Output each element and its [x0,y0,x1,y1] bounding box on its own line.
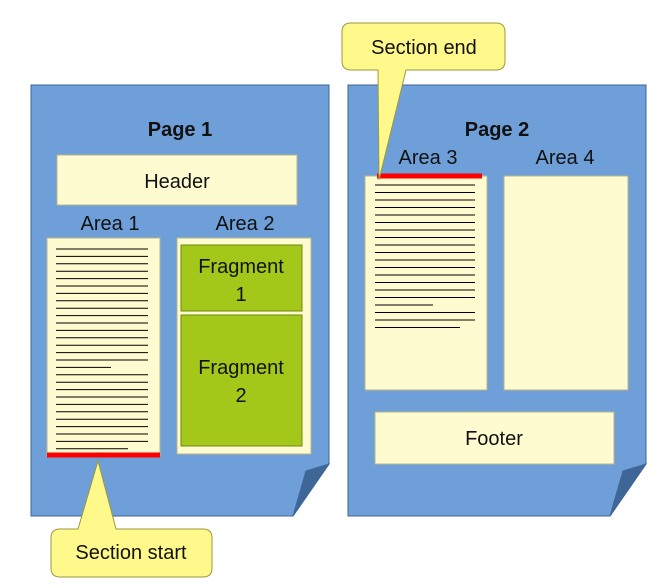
page-1-header-label: Header [144,171,210,193]
fragment-2 [180,314,303,447]
section-end-callout-label: Section end [371,37,477,59]
area-4 [503,175,629,391]
area-1-label: Area 1 [81,213,140,235]
fragment-2-label-line-1: Fragment [198,357,284,379]
page-1-dog-ear [292,463,331,517]
page-2-title: Page 2 [465,119,529,141]
page-1-header [56,154,298,206]
area-4-label: Area 4 [536,147,595,169]
fragment-2-label-line-2: 2 [235,385,246,407]
page-2: Page 2 Area 3 Area 4 Footer [347,84,648,517]
page-2-dog-ear [609,463,648,517]
area-3-text-lines [375,184,475,328]
section-end-callout [341,22,506,181]
fragment-1-label-line-2: 1 [235,284,246,306]
area-1-text-lines [56,248,148,450]
page-1-title: Page 1 [148,119,212,141]
section-start-callout [50,459,213,578]
page-2-footer-label: Footer [465,428,523,450]
page-1: Page 1 Header Area 1 Area 2 Fragment 1 F… [30,84,331,517]
area-2-label: Area 2 [216,213,275,235]
section-start-callout-label: Section start [75,542,187,564]
area-3-label: Area 3 [399,147,458,169]
page-2-footer [374,411,615,465]
fragment-1 [180,244,303,312]
fragment-1-label-line-1: Fragment [198,256,284,278]
